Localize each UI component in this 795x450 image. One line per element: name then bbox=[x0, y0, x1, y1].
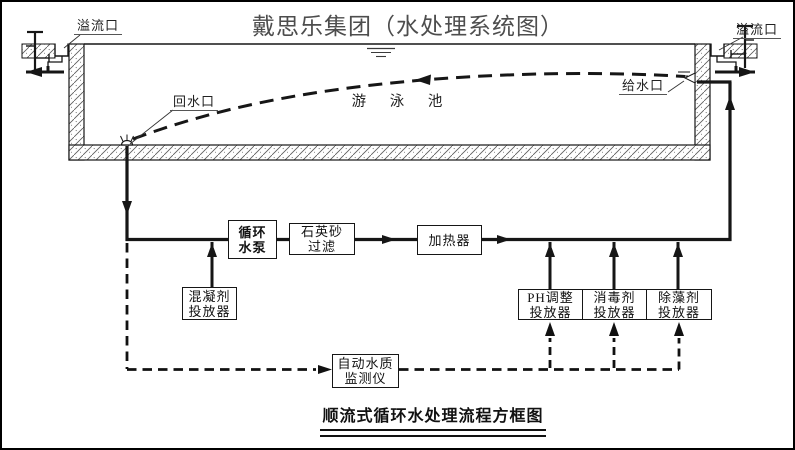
overflow-drain-left bbox=[26, 30, 64, 77]
leader-lines bbox=[63, 34, 744, 145]
heater-box: 加热器 bbox=[417, 225, 482, 255]
filter-box: 石英砂 过滤 bbox=[289, 223, 355, 255]
up-arrow-icon bbox=[673, 243, 683, 257]
up-arrow-icon bbox=[609, 243, 619, 257]
ph-doser-box: PH调整 投放器 bbox=[518, 289, 583, 320]
up-arrow-icon bbox=[674, 322, 684, 336]
right-arrow-icon bbox=[497, 235, 511, 244]
up-arrow-icon bbox=[609, 322, 619, 336]
algaecide-doser-box: 除藻剂 投放器 bbox=[646, 289, 712, 320]
up-arrow-icon bbox=[725, 96, 735, 110]
right-arrow-icon bbox=[318, 365, 332, 374]
drain-arrow-left-icon bbox=[26, 67, 42, 77]
pool-structure bbox=[21, 43, 758, 161]
drain-arrow-right-icon bbox=[739, 67, 755, 77]
disinfectant-doser-box: 消毒剂 投放器 bbox=[582, 289, 647, 320]
overflow-drain-right bbox=[715, 24, 755, 77]
overflow-gutter-left bbox=[54, 43, 69, 57]
water-level-icon bbox=[367, 47, 395, 58]
overflow-port-right-label: 溢流口 bbox=[733, 22, 781, 39]
pool-label: 游 泳 池 bbox=[351, 94, 453, 110]
supply-port-label: 给水口 bbox=[619, 78, 667, 95]
up-arrow-icon bbox=[545, 322, 555, 336]
coagulant-doser-box: 混凝剂 投放器 bbox=[182, 287, 237, 320]
flow-lines bbox=[122, 80, 735, 289]
water-quality-monitor-box: 自动水质 监测仪 bbox=[332, 354, 399, 388]
pump-box: 循环 水泵 bbox=[228, 220, 277, 259]
up-arrow-icon bbox=[207, 243, 217, 257]
return-port-symbol bbox=[120, 134, 134, 146]
overflow-gutter-right bbox=[710, 43, 725, 57]
pool-flow-curve bbox=[132, 72, 686, 141]
diagram-caption: 顺流式循环水处理流程方框图 bbox=[320, 407, 546, 431]
monitoring-lines bbox=[125, 243, 684, 374]
return-port-label: 回水口 bbox=[170, 94, 218, 111]
down-arrow-icon bbox=[122, 201, 132, 215]
overflow-port-left-label: 溢流口 bbox=[74, 18, 122, 35]
page-title: 戴思乐集团（水处理系统图） bbox=[252, 13, 564, 39]
flow-arrow-left-icon bbox=[415, 74, 431, 85]
supply-port-symbol bbox=[678, 71, 696, 84]
up-arrow-icon bbox=[545, 243, 555, 257]
right-arrow-icon bbox=[382, 235, 396, 244]
caption-underline bbox=[320, 435, 546, 437]
